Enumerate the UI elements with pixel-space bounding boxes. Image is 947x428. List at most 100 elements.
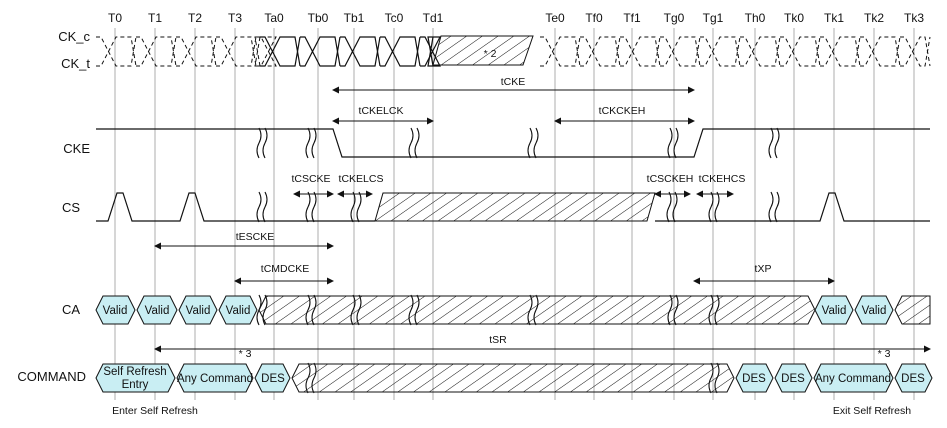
cs-line-left — [96, 192, 375, 222]
clock-gap-box — [432, 35, 534, 66]
signal-command: COMMAND — [17, 369, 86, 384]
ca-valid-5 — [814, 295, 854, 325]
break-mark — [527, 127, 533, 159]
ck-c-segment — [260, 36, 441, 67]
ca-valid-1 — [95, 295, 136, 325]
timing-arrows: tCKE tCKELCK tCKCKEH tCSCKE tCKELCS tCSC… — [154, 76, 931, 353]
cmd-any-command-2-label: Any Command — [815, 373, 891, 385]
cmd-note-1: * 3 — [239, 348, 252, 360]
enter-self-refresh-label: Enter Self Refresh — [112, 405, 198, 417]
cmd-des-4-label: DES — [901, 373, 925, 385]
ca-valid-4 — [218, 295, 258, 325]
cmd-des-2 — [735, 363, 774, 393]
time-label-ta0: Ta0 — [264, 11, 284, 25]
cmd-self-refresh-line2: Entry — [122, 379, 149, 391]
time-label-tb1: Tb1 — [344, 11, 365, 25]
break-mark — [311, 294, 317, 326]
break-mark — [714, 362, 720, 394]
time-label-tg0: Tg0 — [664, 11, 685, 25]
tckelck-label: tCKELCK — [359, 105, 404, 117]
txp-label: tXP — [755, 263, 772, 275]
tcscke-label: tCSCKE — [291, 173, 330, 185]
break-mark — [673, 294, 679, 326]
tcsckeh-label: tCSCKEH — [647, 173, 694, 185]
time-label-tf0: Tf0 — [585, 11, 603, 25]
cmd-des-3-label: DES — [781, 373, 805, 385]
ck-c-segment — [96, 36, 277, 67]
break-mark — [305, 191, 311, 223]
break-mark — [305, 362, 311, 394]
clock-gap-hatch: * 2 — [432, 35, 534, 66]
tckckeh-label: tCKCKEH — [599, 105, 646, 117]
signal-cke: CKE — [63, 141, 90, 156]
cs-line-right — [655, 192, 930, 222]
ck-t-segment — [96, 36, 277, 67]
ca-valid-2-label: Valid — [145, 305, 170, 317]
break-mark — [774, 191, 780, 223]
break-mark — [708, 362, 714, 394]
ca-valid-1-label: Valid — [103, 305, 128, 317]
ca-valid-3 — [178, 295, 218, 325]
signal-ca: CA — [62, 302, 80, 317]
break-mark — [768, 127, 774, 159]
signal-ck-t: CK_t — [61, 56, 90, 71]
break-mark — [672, 191, 678, 223]
break-mark — [708, 191, 714, 223]
cmd-des-4 — [894, 363, 933, 393]
break-mark — [714, 294, 720, 326]
cmd-any-command-1-label: Any Command — [177, 373, 253, 385]
time-label-tk1: Tk1 — [824, 11, 844, 25]
ca-valid-5-label: Valid — [822, 305, 847, 317]
break-mark — [305, 294, 311, 326]
break-mark — [256, 191, 262, 223]
tcmdcke-label: tCMDCKE — [261, 263, 309, 275]
break-mark — [256, 127, 262, 159]
break-mark — [768, 191, 774, 223]
time-label-te0: Te0 — [545, 11, 565, 25]
break-mark — [533, 294, 539, 326]
break-mark — [256, 294, 262, 326]
cmd-des-2-label: DES — [742, 373, 766, 385]
break-mark — [708, 294, 714, 326]
break-mark — [666, 191, 672, 223]
tckelcs-label: tCKELCS — [339, 173, 384, 185]
cmd-des-3 — [774, 363, 813, 393]
cke-line — [96, 128, 930, 158]
time-label-tk0: Tk0 — [784, 11, 804, 25]
exit-self-refresh-label: Exit Self Refresh — [833, 405, 911, 417]
break-marks — [256, 127, 780, 394]
break-mark — [533, 127, 539, 159]
break-mark — [414, 127, 420, 159]
break-mark — [262, 191, 268, 223]
tescke-label: tESCKE — [236, 231, 275, 243]
break-mark — [673, 127, 679, 159]
signal-cs: CS — [62, 200, 80, 215]
cke-waveform — [96, 128, 930, 158]
cs-waveform — [96, 192, 930, 222]
break-mark — [350, 191, 356, 223]
time-label-th0: Th0 — [745, 11, 766, 25]
signal-names: CK_c CK_t CKE CS CA COMMAND — [17, 29, 90, 384]
command-bus: Self Refresh Entry Any Command * 3 DES D… — [95, 348, 933, 393]
time-label-tk2: Tk2 — [864, 11, 884, 25]
break-mark — [262, 294, 268, 326]
cmd-any-command-2 — [813, 363, 894, 393]
time-label-t2: T2 — [188, 11, 202, 25]
ca-dont-care — [258, 295, 816, 325]
time-label-tb0: Tb0 — [308, 11, 329, 25]
ck-t-segment — [540, 36, 931, 67]
ck-t-segment — [260, 36, 441, 67]
break-mark — [714, 191, 720, 223]
break-mark — [414, 294, 420, 326]
break-mark — [774, 127, 780, 159]
ca-valid-4-label: Valid — [226, 305, 251, 317]
time-label-t1: T1 — [148, 11, 162, 25]
clock-note: * 2 — [484, 48, 497, 60]
time-label-tc0: Tc0 — [385, 11, 404, 25]
time-label-td1: Td1 — [423, 11, 444, 25]
cmd-des-1 — [254, 363, 291, 393]
tckehcs-label: tCKEHCS — [699, 173, 746, 185]
ca-valid-6 — [854, 295, 894, 325]
cmd-dont-care — [291, 363, 735, 393]
